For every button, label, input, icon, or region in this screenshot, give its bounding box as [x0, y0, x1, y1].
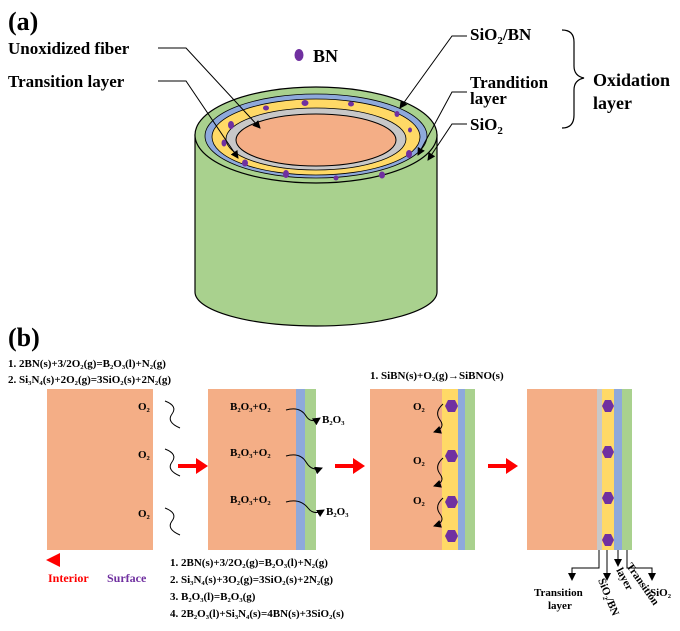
sio2-layer — [465, 389, 475, 550]
blue-layer — [614, 389, 622, 550]
bn-legend-icon — [294, 49, 304, 61]
trandition-layer-label-2: layer — [470, 89, 507, 108]
panel-a-label: (a) — [8, 7, 38, 36]
bn-dot — [394, 111, 400, 117]
o2-squiggle — [433, 457, 444, 488]
top-reaction-3: 1. SiBN(s)+O₂(g)→SiBNO(s) — [370, 370, 504, 382]
bn-particle — [445, 530, 458, 542]
bn-dot — [408, 127, 412, 133]
bn-dot — [406, 150, 412, 158]
stage-2: B₂O₃+O₂ B₂O₃+O₂ B₂O₃+O₂ B₂O₃ B₂O₃ — [208, 389, 349, 550]
bn-dots — [221, 100, 412, 181]
sio2-bn-pointer — [399, 35, 467, 109]
stage-arrow — [178, 458, 208, 474]
fiber-block — [527, 389, 597, 550]
o2-squiggle — [164, 448, 181, 477]
oxidation-layer-label-2: layer — [593, 93, 632, 113]
bn-particle — [602, 534, 614, 546]
bn-dot — [348, 101, 354, 107]
sio2-bottom-label: SiO₂ — [650, 587, 672, 599]
sio2-layer — [305, 389, 316, 550]
bn-dot — [221, 139, 227, 147]
fiber-block — [208, 389, 296, 550]
sio2-pointer — [427, 123, 467, 161]
oxidation-brace — [561, 29, 585, 129]
blue-layer — [296, 389, 305, 550]
bottom-reaction-4: 4. 2B₂O₃(l)+Si₃N₄(s)=4BN(s)+3SiO₂(s) — [170, 608, 344, 620]
bn-dot — [228, 121, 234, 129]
blue-layer — [458, 389, 465, 550]
bn-dot — [242, 159, 248, 167]
o2-label: O₂ — [413, 401, 426, 413]
fiber-block — [370, 389, 442, 550]
stage-4: Transition layer SiO₂/BN layer Transitio… — [527, 389, 672, 618]
interior-label: Interior — [48, 571, 89, 585]
stage-arrow — [335, 458, 365, 474]
o2-squiggle — [433, 497, 444, 528]
trandition-pointer — [417, 91, 467, 156]
fiber-cylinder — [194, 86, 438, 327]
bottom-reaction-2: 2. Si₃N₄(s)+3O₂(g)=3SiO₂(s)+2N₂(g) — [170, 574, 333, 586]
b2o3-squiggle — [285, 500, 325, 518]
bn-dot — [379, 171, 385, 179]
bn-dot — [283, 170, 289, 178]
surface-label: Surface — [107, 571, 147, 585]
o2-squiggle — [164, 507, 181, 536]
bn-particle — [602, 492, 614, 504]
trandition-layer-label-1: Trandition — [470, 73, 549, 92]
transition-layer-label: Transition layer — [8, 72, 125, 91]
unoxidized-pointer — [158, 47, 261, 129]
transition-layer — [597, 389, 602, 550]
sio2-bn-layer — [442, 389, 458, 550]
bn-dot — [263, 105, 269, 111]
sio2-bn-label: SiO2/BN — [470, 25, 532, 47]
gradient-arrowhead — [46, 553, 60, 567]
bn-particle — [445, 496, 458, 508]
bn-legend-label: BN — [313, 46, 338, 66]
fiber-core — [235, 113, 397, 167]
transition-layer-label-2: layer — [548, 600, 572, 612]
panel-b-label: (b) — [8, 323, 40, 352]
bn-particle — [445, 450, 458, 462]
b2o3-label: B₂O₃ — [326, 506, 349, 518]
sio2-layer — [622, 389, 632, 550]
bn-particle — [602, 400, 614, 412]
bn-dot — [333, 175, 339, 181]
top-reaction-2: 2. Si₃N₄(s)+2O₂(g)=3SiO₂(s)+2N₂(g) — [8, 374, 171, 386]
sio2-bn-rotated-label: SiO₂/BN — [595, 577, 621, 618]
b2o3-o2-label: B₂O₃+O₂ — [230, 494, 271, 506]
stage-arrow — [488, 458, 518, 474]
stage-3: O₂ O₂ O₂ — [370, 389, 475, 550]
o2-label: O₂ — [138, 449, 151, 461]
transition-pointer — [158, 80, 239, 159]
b2o3-squiggle — [285, 454, 323, 475]
transition-layer-label-1: Transition — [534, 587, 583, 599]
b2o3-o2-label: B₂O₃+O₂ — [230, 447, 271, 459]
unoxidized-fiber-label: Unoxidized fiber — [8, 39, 130, 58]
sio2-leader — [626, 550, 656, 581]
fiber-block — [47, 389, 153, 550]
top-reaction-1: 1. 2BN(s)+3/2O₂(g)=B₂O₃(l)+N₂(g) — [8, 358, 166, 370]
bn-particle — [445, 400, 458, 412]
o2-label: O₂ — [138, 508, 151, 520]
cylinder-body — [194, 134, 438, 327]
stage-1: O₂ O₂ O₂ — [47, 389, 181, 550]
bottom-reaction-3: 3. B₂O₃(l)=B₂O₃(g) — [170, 591, 256, 603]
sio2-label: SiO2 — [470, 115, 503, 137]
oxidation-layer-label-1: Oxidation — [593, 70, 670, 90]
o2-label: O₂ — [413, 455, 426, 467]
o2-squiggle — [164, 400, 181, 429]
sio2-bn-layer — [602, 389, 614, 550]
o2-label: O₂ — [138, 401, 151, 413]
b2o3-o2-label: B₂O₃+O₂ — [230, 401, 271, 413]
b2o3-squiggle — [285, 408, 321, 426]
b2o3-label: B₂O₃ — [322, 414, 345, 426]
transition-leader — [568, 550, 600, 581]
bn-particle — [602, 446, 614, 458]
bn-dot — [301, 100, 309, 106]
bottom-reaction-1: 1. 2BN(s)+3/2O₂(g)=B₂O₃(l)+N₂(g) — [170, 557, 328, 569]
o2-label: O₂ — [413, 495, 426, 507]
o2-squiggle — [433, 403, 444, 434]
